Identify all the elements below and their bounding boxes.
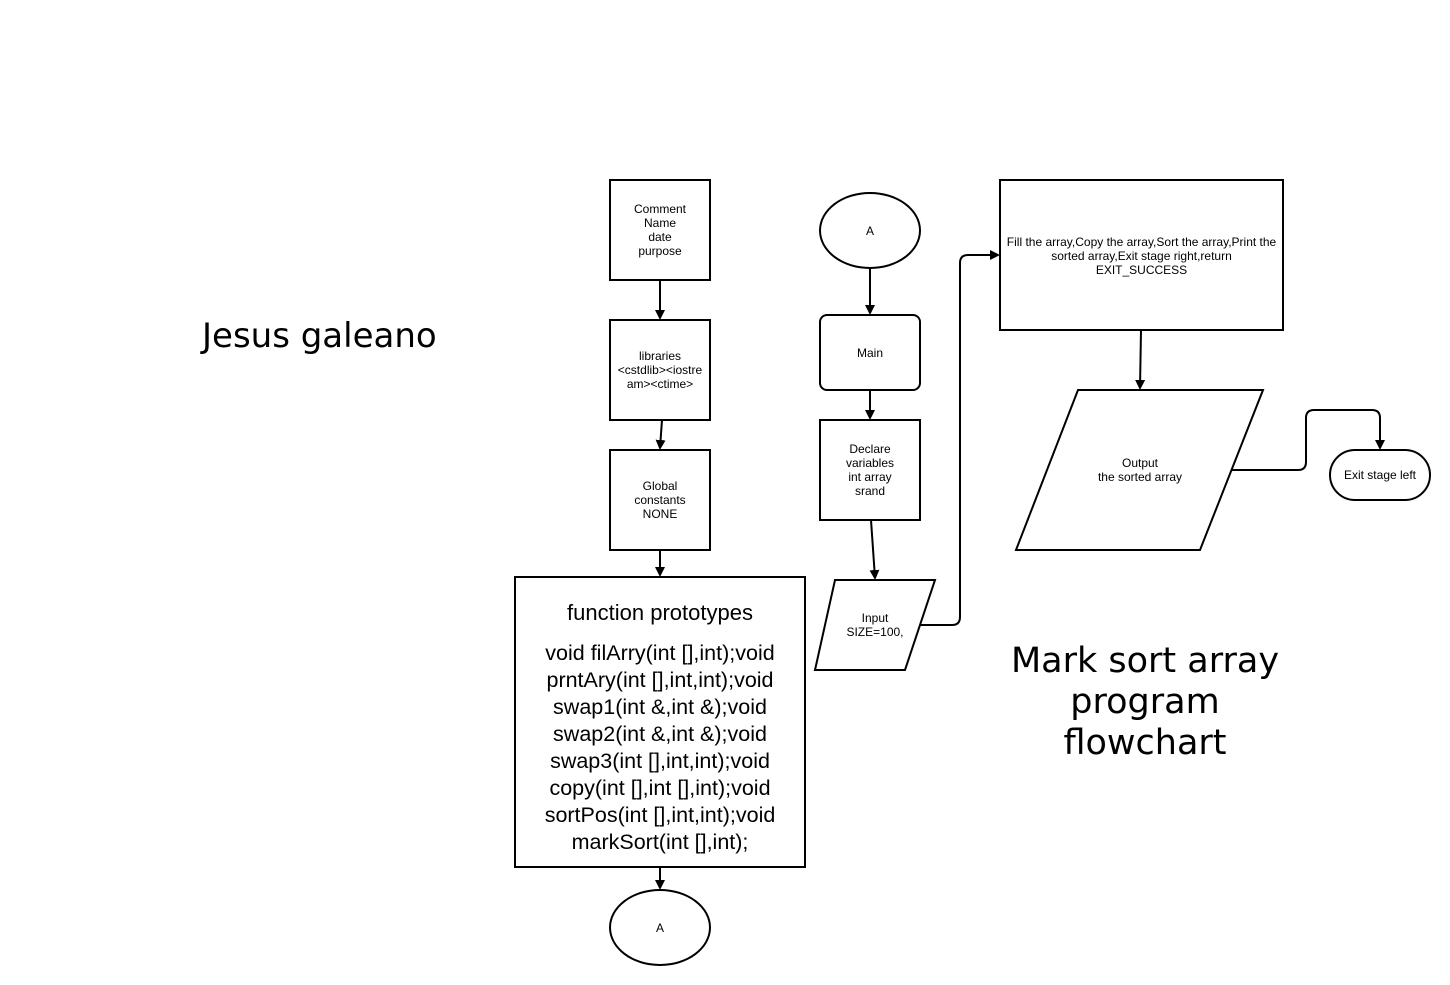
output-box-text: Output the sorted array [1060, 390, 1220, 550]
process-line-3: EXIT_SUCCESS [1095, 263, 1188, 277]
comment-line: Comment [633, 202, 686, 216]
arrow-declare-to-input [869, 519, 880, 580]
arrow-output-to-exit [1232, 409, 1385, 471]
connector-a-top-label: A [865, 223, 874, 238]
chart-title-line-2: program flowchart [1063, 682, 1227, 763]
prototype-line: swap3(int [],int,int);void [550, 749, 770, 773]
chart-title: Mark sort array program flowchart [990, 641, 1300, 764]
libraries-box: libraries <cstdlib><iostre am><ctime> [609, 319, 711, 421]
connector-a-top: A [819, 192, 921, 269]
globals-line-2: constants [634, 493, 686, 507]
prototype-line: void filArry(int [],int);void [545, 641, 775, 665]
declare-line-2: variables [845, 456, 895, 470]
process-line-1: Fill the array,Copy the array,Sort the a… [1006, 235, 1277, 249]
author-name: Jesus galeano [202, 316, 437, 356]
connector-a-bottom: A [609, 889, 711, 966]
main-box: Main [819, 314, 921, 391]
declare-variables-box: Declare variables int array srand [819, 419, 921, 521]
exit-terminal: Exit stage left [1329, 449, 1431, 501]
date-line: date [648, 230, 672, 244]
input-line-1: Input [861, 611, 889, 625]
input-box-text: Input SIZE=100, [825, 580, 925, 670]
output-parallelogram [1014, 389, 1265, 551]
chart-title-line-1: Mark sort array [1010, 641, 1280, 681]
exit-terminal-label: Exit stage left [1343, 468, 1417, 482]
function-prototypes-title: function prototypes [567, 600, 753, 625]
declare-line-3: int array [848, 470, 892, 484]
process-line-2: sorted array,Exit stage right,return [1051, 249, 1232, 263]
prototype-line: markSort(int [],int); [571, 830, 749, 854]
prototype-line: copy(int [],int [],int);void [549, 776, 771, 800]
connector-a-bottom-label: A [655, 920, 664, 935]
output-line-1: Output [1121, 456, 1159, 470]
function-prototypes-box: function prototypes void filArry(int [],… [514, 576, 806, 868]
globals-line-3: NONE [642, 507, 678, 521]
prototype-line: swap1(int &,int &);void [553, 695, 767, 719]
purpose-line: purpose [638, 244, 682, 258]
arrow-libraries-to-globals [655, 419, 666, 450]
output-line-2: the sorted array [1097, 470, 1183, 484]
libraries-line-1: libraries [638, 349, 681, 363]
libraries-line-2: <cstdlib><iostre [617, 363, 703, 377]
input-parallelogram [813, 579, 937, 671]
main-label: Main [856, 345, 883, 360]
declare-line-1: Declare [849, 442, 891, 456]
comment-box: Comment Name date purpose [609, 179, 711, 281]
prototype-line: swap2(int &,int &);void [553, 722, 767, 746]
arrow-input-to-process [920, 250, 1000, 626]
global-constants-box: Global constants NONE [609, 449, 711, 551]
prototype-line: sortPos(int [],int,int);void [544, 803, 776, 827]
process-box: Fill the array,Copy the array,Sort the a… [999, 179, 1284, 331]
arrow-process-to-output [1135, 329, 1146, 390]
name-line: Name [643, 216, 676, 230]
libraries-line-3: am><ctime> [626, 377, 694, 391]
input-line-2: SIZE=100, [846, 625, 904, 639]
globals-line-1: Global [642, 479, 678, 493]
prototype-line: prntAry(int [],int,int);void [546, 668, 774, 692]
declare-line-4: srand [854, 484, 886, 498]
